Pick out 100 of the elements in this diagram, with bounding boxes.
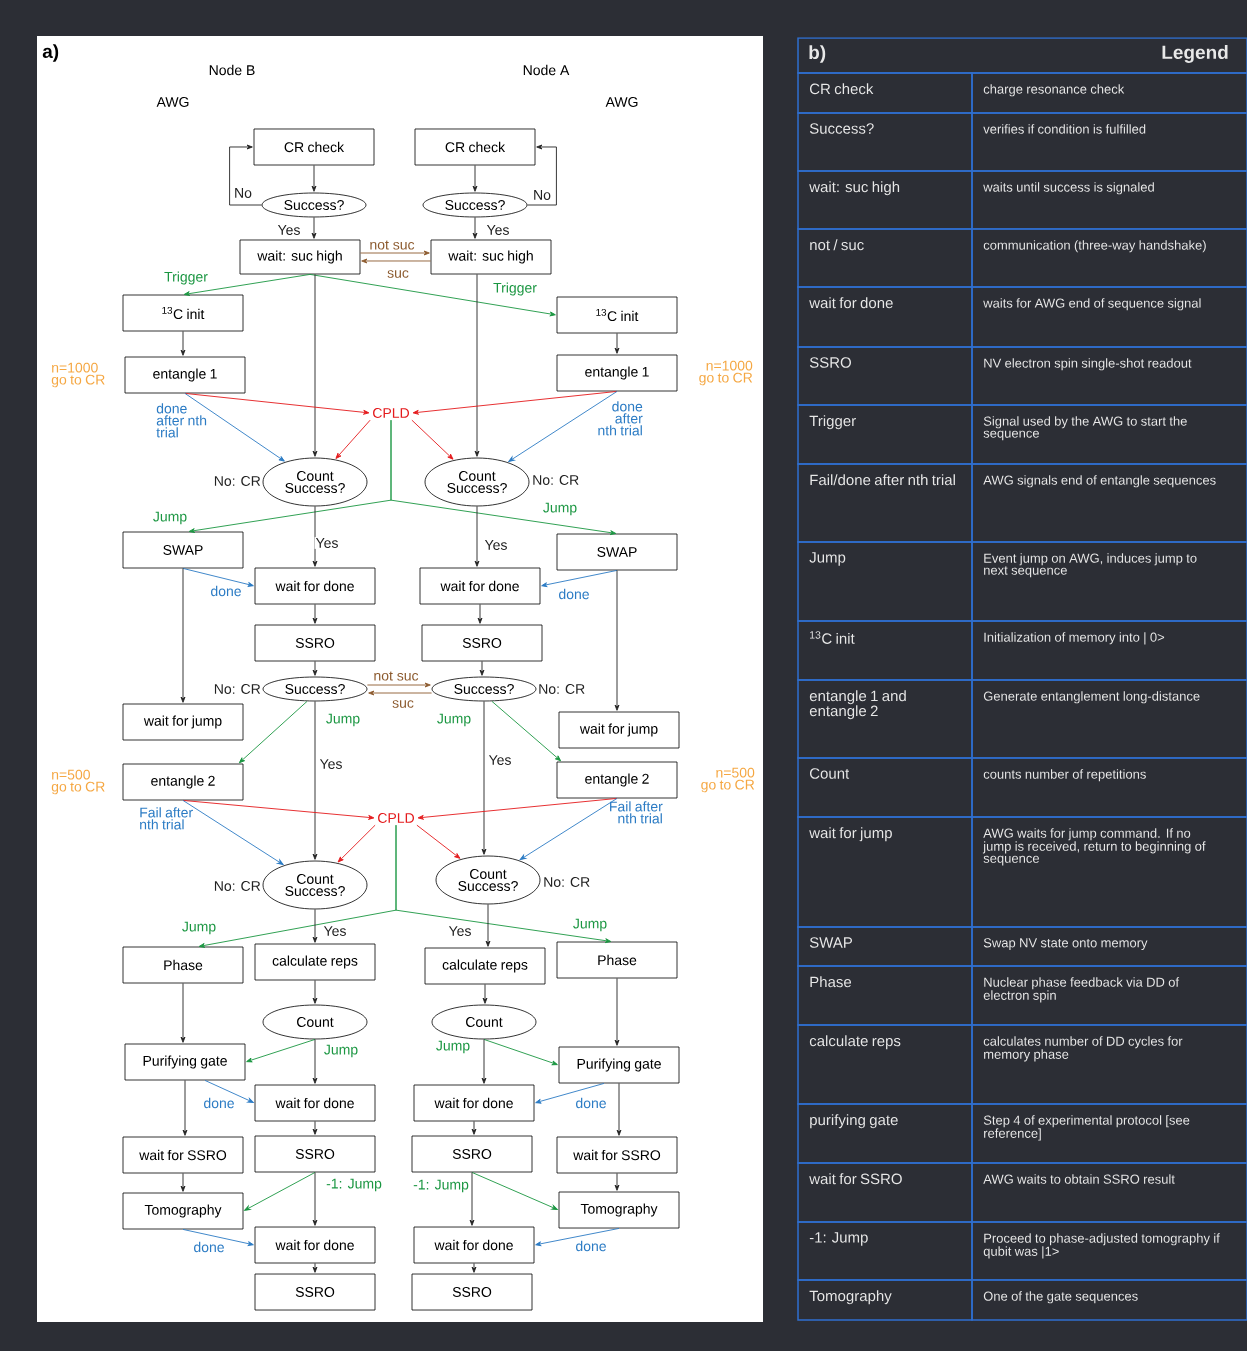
side-note: n=500 go to CR xyxy=(51,769,105,795)
process-box: Tomography xyxy=(558,1191,680,1229)
side-note: n=1000 go to CR xyxy=(51,362,105,388)
arrow xyxy=(183,273,311,296)
process-box: CR check xyxy=(253,128,375,166)
arrow xyxy=(204,1079,254,1103)
table-cell: NV electron spin single-shot readout xyxy=(971,346,1247,406)
edge-label: No xyxy=(532,189,552,201)
table-cell: AWG waits to obtain SSRO result xyxy=(971,1162,1247,1223)
table-cell: purifying gate xyxy=(797,1103,973,1164)
process-box: entangle 2 xyxy=(556,761,678,799)
edge-label: not suc xyxy=(372,670,420,682)
table-cell: Proceed to phase-adjusted tomography if qubit was |1> xyxy=(971,1221,1247,1281)
process-box: SWAP xyxy=(122,531,244,569)
arrow xyxy=(180,1172,186,1192)
arrow xyxy=(246,1038,316,1063)
process-box: calculate reps xyxy=(424,947,546,985)
arrow xyxy=(395,824,612,944)
arrow xyxy=(337,824,376,863)
process-box: wait for SSRO xyxy=(556,1136,678,1174)
table-cell: Tomography xyxy=(797,1279,973,1321)
edge-label: Fail after nth trial xyxy=(610,801,663,824)
table-cell: Nuclear phase feedback via DD of electron spin xyxy=(971,965,1247,1026)
arrow xyxy=(335,419,371,459)
process-box: calculate reps xyxy=(254,943,376,981)
process-box: entangle 1 xyxy=(556,354,678,392)
side-note: No: CR xyxy=(533,475,579,485)
process-box: Purifying gate xyxy=(558,1046,680,1084)
arrow xyxy=(412,390,618,415)
edge-label: Yes xyxy=(322,925,348,937)
arrow xyxy=(312,979,318,1004)
arrow xyxy=(361,258,432,264)
arrow xyxy=(359,250,430,256)
table-cell: wait: suc high xyxy=(797,170,973,230)
side-note: n=500 go to CR xyxy=(701,767,755,793)
table-cell: SSRO xyxy=(797,346,973,406)
process-box: wait for done xyxy=(413,1084,535,1122)
arrow xyxy=(474,505,480,567)
table-cell: waits for AWG end of sequence signal xyxy=(971,286,1247,348)
arrow xyxy=(481,700,487,855)
text-label: CPLD xyxy=(373,408,409,418)
process-box: Tomography xyxy=(122,1192,244,1230)
text-label: CPLD xyxy=(378,813,414,823)
arrow xyxy=(471,1120,477,1135)
table-cell: charge resonance check xyxy=(971,72,1247,114)
table-cell: verifies if condition is fulfilled xyxy=(971,112,1247,172)
table-cell: entangle 1 and entangle 2 xyxy=(797,679,973,759)
arrow xyxy=(311,164,317,192)
arrow xyxy=(485,903,491,947)
arrow xyxy=(482,983,488,1004)
process-box: wait for done xyxy=(254,567,376,605)
arrow xyxy=(614,569,620,711)
edge-label: Fail after nth trial xyxy=(140,807,193,830)
table-cell: Initialization of memory into | 0> xyxy=(971,620,1247,681)
arrow xyxy=(390,419,617,536)
side-note: No: CR xyxy=(544,877,590,887)
table-cell: waits until success is signaled xyxy=(971,170,1247,230)
side-note: n=1000 go to CR xyxy=(699,360,753,386)
edge-label: Yes xyxy=(483,539,509,551)
process-box: wait: suc high xyxy=(430,239,552,275)
arrow xyxy=(471,1262,477,1273)
column-heading: Node B xyxy=(209,64,255,76)
arrow xyxy=(526,144,557,206)
label: Legend xyxy=(1162,45,1228,63)
process-box: entangle 2 xyxy=(122,763,244,801)
arrow xyxy=(312,700,318,860)
arrow xyxy=(471,1171,558,1210)
arrow xyxy=(614,332,620,354)
process-box: wait for done xyxy=(254,1226,376,1264)
label: b) xyxy=(809,45,826,63)
column-heading: AWG xyxy=(605,97,638,107)
arrow xyxy=(366,682,431,688)
column-heading: Node A xyxy=(523,64,570,76)
process-box: $^{13}$C init xyxy=(122,294,244,332)
edge-label: suc xyxy=(391,699,415,709)
table-cell: Jump xyxy=(797,541,973,622)
arrow xyxy=(312,505,318,567)
process-box: SWAP xyxy=(556,533,678,571)
arrow xyxy=(312,660,318,676)
table-cell: Phase xyxy=(797,965,973,1026)
arrow xyxy=(312,273,318,457)
process-box: SSRO xyxy=(411,1135,533,1173)
arrow xyxy=(541,569,618,588)
arrow xyxy=(312,1120,318,1135)
arrow xyxy=(477,603,483,624)
process-box: SSRO xyxy=(411,1273,533,1311)
edge-label: Yes xyxy=(314,537,340,549)
table-cell: CR check xyxy=(797,72,973,114)
process-box: wait for jump xyxy=(558,711,680,749)
arrow xyxy=(416,824,461,859)
table-cell: Signal used by the AWG to start the sequence xyxy=(971,404,1247,465)
table-cell: calculates number of DD cycles for memory phase xyxy=(971,1024,1247,1105)
table-header: b) Legend xyxy=(797,37,1247,74)
process-box: wait: suc high xyxy=(239,239,361,275)
column-heading: AWG xyxy=(156,97,189,107)
side-note: No: CR xyxy=(214,684,261,694)
arrow xyxy=(180,330,186,356)
arrow xyxy=(535,1227,620,1247)
arrow xyxy=(614,977,620,1046)
process-box: $^{13}$C init xyxy=(556,296,678,334)
